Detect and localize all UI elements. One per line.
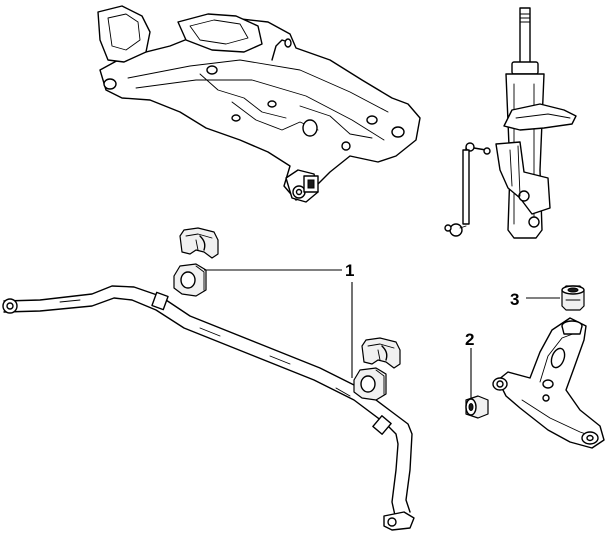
front-subframe (97, 5, 421, 203)
lower-control-arm (492, 317, 605, 449)
callout-3-group: 3 (510, 290, 560, 309)
callout-2-label: 2 (465, 330, 474, 349)
stabilizer-bushing-upper-left (173, 263, 207, 297)
stabilizer-bushing-clamp-lower-right (361, 337, 401, 369)
stabilizer-bushing-clamp-upper-left (179, 227, 219, 259)
shock-absorber-strut (495, 7, 577, 239)
control-arm-rear-bushing (561, 285, 585, 311)
callout-2-group: 2 (465, 330, 474, 398)
callout-1-group: 1 (204, 261, 354, 378)
stabilizer-link (444, 142, 491, 237)
control-arm-front-bushing (465, 395, 489, 419)
callout-1-label: 1 (345, 261, 354, 280)
stabilizer-bar (2, 285, 415, 531)
callout-3-label: 3 (510, 290, 519, 309)
stabilizer-bushing-lower-right (353, 367, 387, 401)
